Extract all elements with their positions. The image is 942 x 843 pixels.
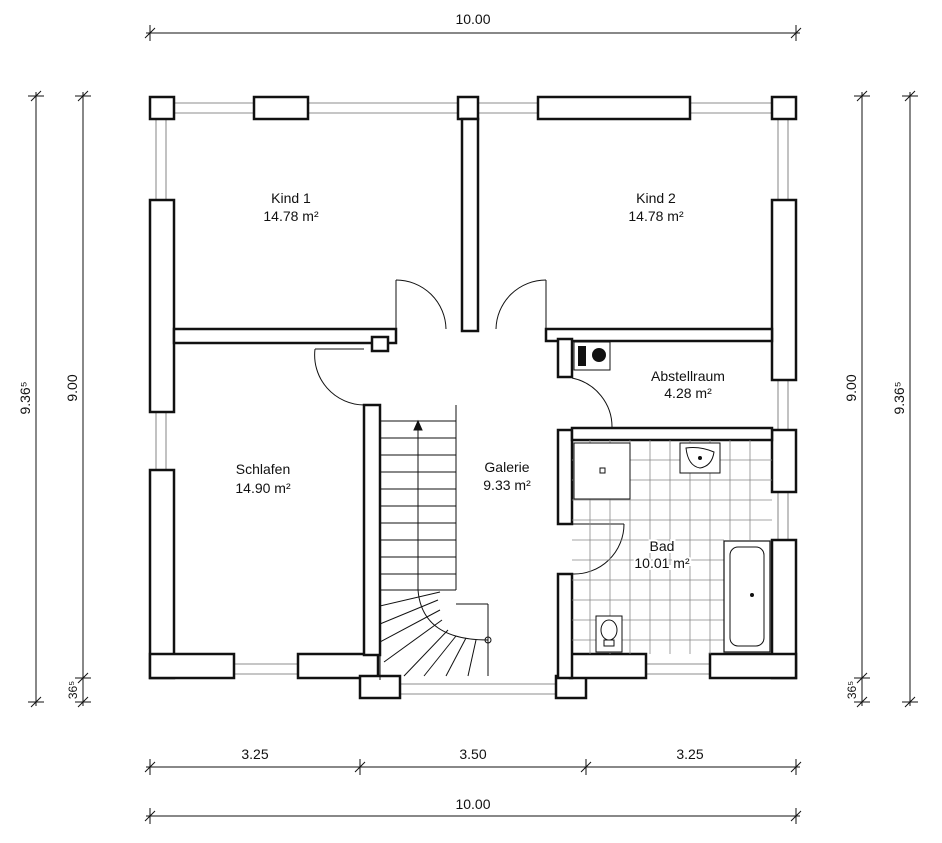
room-name: Kind 1 <box>271 190 311 206</box>
dim-right-inner: 9.00 <box>843 374 859 401</box>
sink <box>679 442 721 474</box>
room-schlafen: Schlafen 14.90 m² <box>235 461 291 496</box>
room-name: Kind 2 <box>636 190 676 206</box>
toilet <box>595 615 623 653</box>
dim-right-outer: 9.36⁵ <box>891 381 907 414</box>
boiler-unit <box>573 341 611 371</box>
dim-top-total: 10.00 <box>455 11 490 27</box>
dim-left-outer: 9.36⁵ <box>17 381 33 414</box>
walls <box>148 95 798 700</box>
dimension-lines <box>28 25 918 824</box>
room-kind-2: Kind 2 14.78 m² <box>628 190 684 224</box>
shower-tray <box>573 442 631 500</box>
room-abstellraum: Abstellraum 4.28 m² <box>651 368 725 401</box>
room-area: 9.33 m² <box>483 477 531 493</box>
windows <box>155 102 789 695</box>
dim-bottom-segment-2: 3.50 <box>459 746 486 762</box>
dim-right-base: 36⁵ <box>845 681 859 699</box>
room-area: 14.78 m² <box>628 208 684 224</box>
dim-bottom-segment-3: 3.25 <box>676 746 703 762</box>
dim-left-inner: 9.00 <box>64 374 80 401</box>
room-name: Abstellraum <box>651 368 725 384</box>
room-name: Bad <box>650 538 675 554</box>
dim-bottom-total: 10.00 <box>455 796 490 812</box>
room-area: 14.90 m² <box>235 480 291 496</box>
room-area: 10.01 m² <box>634 555 690 571</box>
room-area: 4.28 m² <box>664 385 712 401</box>
room-kind-1: Kind 1 14.78 m² <box>263 190 319 224</box>
room-name: Schlafen <box>236 461 290 477</box>
room-name: Galerie <box>484 459 529 475</box>
room-area: 14.78 m² <box>263 208 319 224</box>
dim-bottom-segment-1: 3.25 <box>241 746 268 762</box>
dim-left-base: 36⁵ <box>66 681 80 699</box>
room-galerie: Galerie 9.33 m² <box>483 459 531 493</box>
room-bad: Bad 10.01 m² <box>632 536 692 573</box>
bathtub <box>723 540 771 653</box>
staircase <box>379 405 492 680</box>
